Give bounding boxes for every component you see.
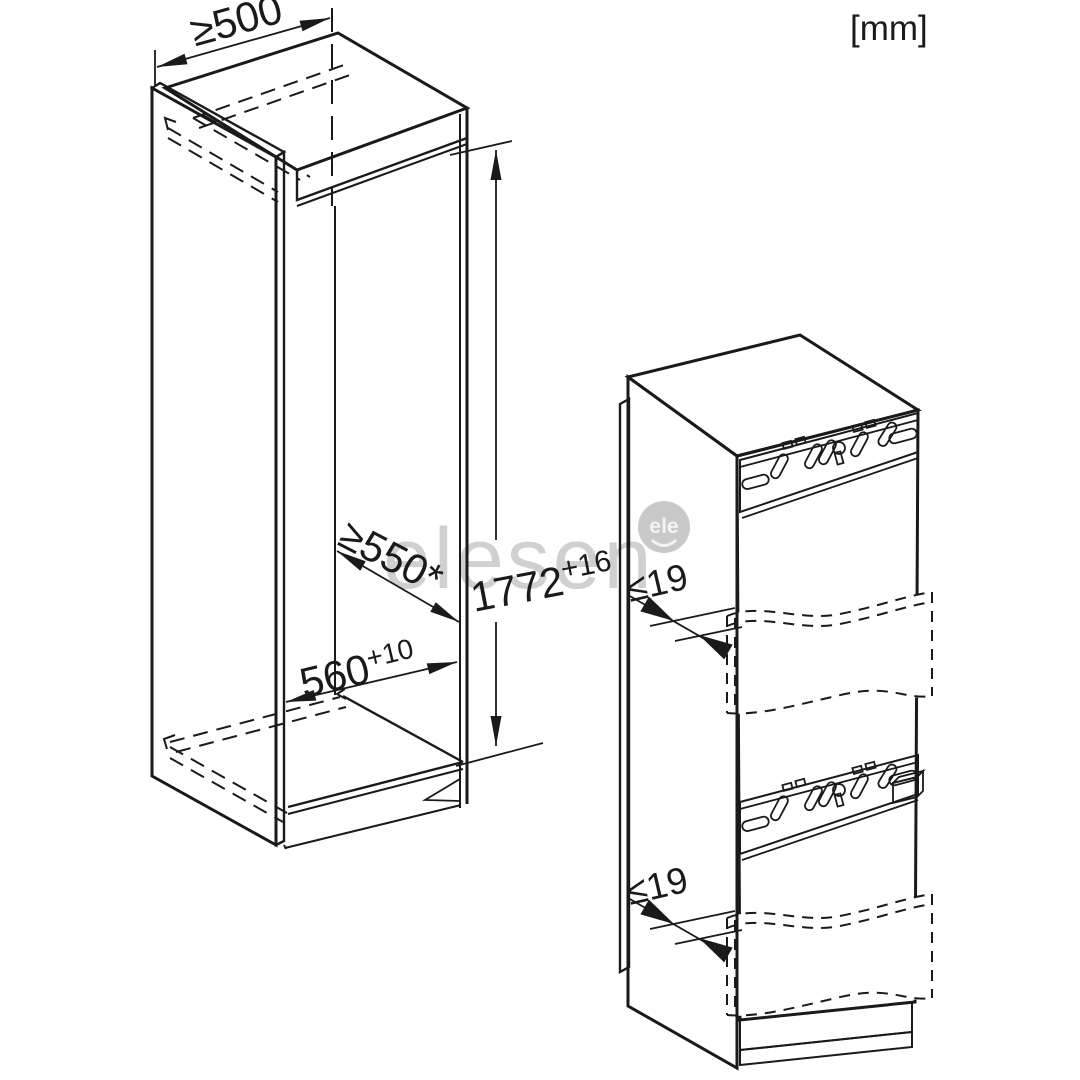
slot [877,421,898,447]
hidden-edge-dashed [198,74,351,129]
units-label: [mm] [850,9,928,48]
arrowhead [157,53,188,67]
niche-right-panel [421,108,469,808]
door-panel-break-edge [726,689,933,715]
floor-front-edge [287,760,464,809]
mounting-rail [739,411,919,519]
slot [794,435,807,447]
slot [818,439,837,466]
dim-door-panel-top: ≤19 [623,556,743,660]
rail-lip-line [739,419,919,468]
door-panel-break-edge [726,591,933,617]
hinge-block-side [916,768,924,800]
hidden-notch [163,116,177,131]
niche-drawing: ≥500 ≥550* 560+10 1772+16 [149,0,614,850]
dim-value: 560 [295,645,374,707]
mounting-rail-lower [739,754,919,861]
dim-label-door-bottom: ≤19 [623,859,692,913]
hidden-edge-dashed [167,127,279,193]
dim-niche-height: 1772+16 [449,140,614,767]
arrowhead [699,635,733,660]
arrowhead [337,551,366,571]
extension-line [449,140,513,156]
arrowhead [490,150,502,180]
extension-line [649,607,736,627]
smile-icon [651,539,677,547]
keyhole-stem [833,450,845,466]
dim-tolerance: +10 [363,633,416,674]
slot [741,473,770,490]
ele-badge-icon [638,501,690,553]
hidden-edge-dashed [192,64,345,119]
right-panel-foot [421,777,461,802]
niche-left-panel-front-edge [274,149,286,847]
slot [770,453,789,480]
keyhole-slot [832,441,846,455]
dim-label-bottom-depth: 560+10 [295,633,421,707]
floor-hidden-edge-dashed [169,746,288,814]
floor-back-notch [335,688,347,700]
furniture-door-panel-lower [726,893,933,1017]
floor-hidden-edge-dashed [175,706,347,753]
extension-line [455,742,544,767]
rail-slots [741,418,918,490]
hidden-edge-dashed [192,117,301,181]
appliance-top-face [624,333,922,458]
arrowhead [430,602,459,622]
extension-line [674,929,743,945]
appliance-drawing: ele [618,333,933,1071]
niche-bottom-edge [284,804,462,849]
niche-hidden-edges-top [163,116,279,203]
floor-right-edge [342,694,464,764]
extension-line [674,626,743,642]
bottom-corner-caps [275,840,287,850]
door-panel-break-edge [726,601,933,627]
rail-strip [739,411,919,514]
furniture-door-panel [726,591,933,715]
niche-floor-panel [162,688,464,850]
floor-hidden-edge-dashed [169,696,341,743]
plinth-base [739,1030,913,1067]
slot [851,422,864,434]
arrowhead [640,899,674,924]
arrowhead [426,662,457,675]
rail-bottom-line [741,457,919,519]
badge-text: ele [649,515,678,538]
hidden-edge-dashed [167,137,279,203]
watermark: elesen [383,511,654,607]
floor-hidden-edge-dashed [169,757,284,823]
dim-label-top-depth: ≥500 [185,0,287,55]
door-panel-face [727,592,932,714]
floor-hidden-notch [162,734,176,750]
appliance-plinth [627,1000,913,1070]
slot [850,431,869,458]
watermark-badge: ele [638,501,690,553]
slot [864,418,877,430]
arrowhead [699,938,733,963]
niche-top-panel-face [161,31,471,172]
arrowhead [490,716,502,746]
extension-line [649,910,736,930]
floor-front-lower-edge [287,768,464,815]
slot [804,443,823,470]
watermark-text: elesen [383,511,654,607]
arrowhead [299,18,330,32]
bottom-edge [627,1004,738,1070]
slot [781,439,794,451]
hinge-block [890,768,926,805]
appliance-left-face [626,374,739,1071]
ceiling-edge-line [296,143,468,207]
slot [888,427,918,445]
niche-wall-strip [618,396,631,975]
dim-door-panel-bottom: ≤19 [623,859,743,963]
arrowhead [286,690,317,702]
arrowhead [640,596,674,621]
dim-bottom-depth: 560+10 [285,633,458,707]
